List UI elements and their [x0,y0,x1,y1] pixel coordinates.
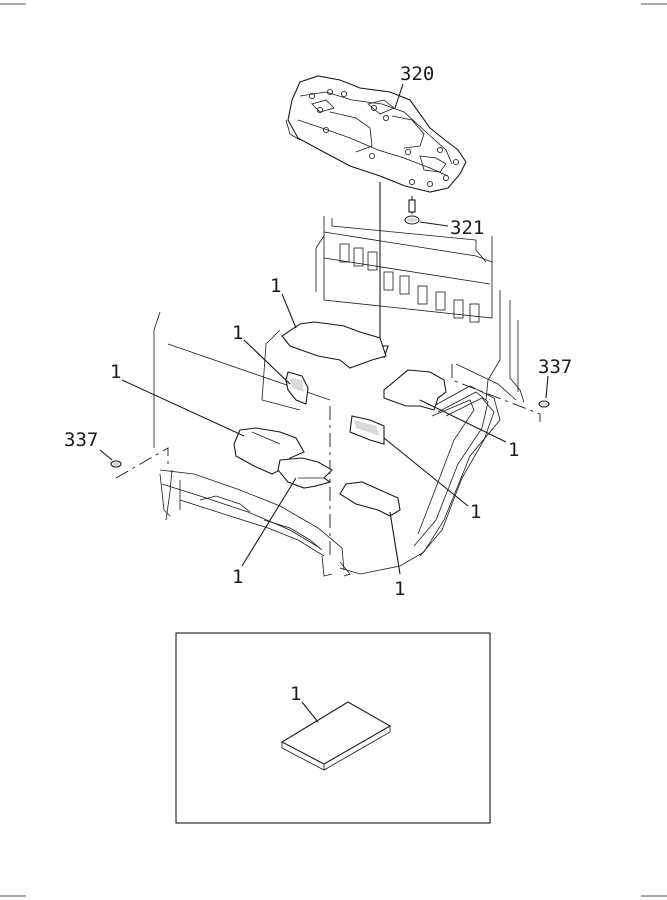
floor-mat-rear-left [281,321,387,369]
leader-1-inset [301,701,319,723]
callout-320: 320 [400,63,434,85]
callout-1-b: 1 [232,322,243,344]
leader-1-f [241,477,297,567]
leader-337-left-text [99,449,113,461]
floor-mat-front-right [339,481,401,517]
callout-321: 321 [450,217,484,239]
callout-1-e: 1 [470,501,481,523]
floor-mat-small-right [349,415,385,445]
floor-mat-front-center [277,457,333,489]
leader-1-b [243,339,291,385]
callout-1-c: 1 [110,361,121,383]
callout-337-left: 337 [64,429,98,451]
callout-1-f: 1 [232,566,243,588]
leader-1-e [383,437,469,507]
plug-337-left [110,460,122,468]
leader-1-g [389,511,401,575]
leader-1-a [281,293,297,329]
leader-337-right [451,364,541,422]
leader-320 [394,83,404,109]
leader-1-d [419,399,507,443]
bulkhead-vents [339,243,480,323]
fastener-321 [404,196,420,225]
crop-marks [0,3,667,897]
floor-panel-320 [285,75,467,193]
leader-337-right-text [545,375,549,399]
leader-320-floor [379,182,389,359]
callout-337-right: 337 [538,356,572,378]
floor-mat-small-center [285,371,309,405]
plug-337-right [538,400,550,408]
callout-1-inset: 1 [290,683,301,705]
callout-1-a: 1 [270,275,281,297]
callout-1-g: 1 [394,578,405,600]
callout-1-d: 1 [508,439,519,461]
leader-1-c [121,379,245,437]
leader-337-left [115,447,169,479]
floor-mat-set [280,701,392,771]
leader-321 [419,221,449,227]
floor-mat-rear-right [383,369,447,411]
panel-bolt-holes [308,89,459,187]
cab-body-outline [153,216,525,577]
inset-box: 1 [175,632,491,824]
